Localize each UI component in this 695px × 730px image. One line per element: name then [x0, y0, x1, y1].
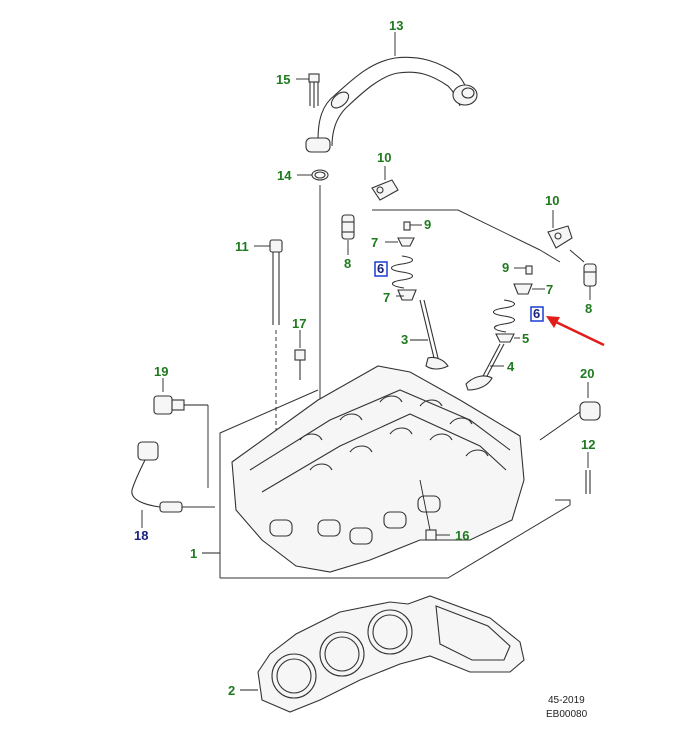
- head-gasket: [240, 595, 525, 713]
- valve-ports: [269, 495, 441, 545]
- callout-10-right: 10: [545, 193, 559, 208]
- callout-18: 18: [134, 528, 148, 543]
- red-pointer-arrow: [546, 316, 605, 347]
- callout-5: 5: [522, 331, 529, 346]
- callout-7-right: 7: [546, 282, 553, 297]
- temperature-sensor: [131, 441, 215, 528]
- callout-20: 20: [580, 366, 594, 381]
- callout-19: 19: [154, 364, 168, 379]
- stud-12: [585, 452, 591, 494]
- cylinder-head: [231, 365, 525, 573]
- callout-10-left: 10: [377, 150, 391, 165]
- valve-stack-left: [385, 221, 449, 370]
- rocker-arm-left: [371, 166, 399, 201]
- reference-year: 45-2019: [548, 695, 585, 706]
- sensor-19: [153, 378, 209, 488]
- stud: [294, 330, 306, 380]
- callout-17: 17: [292, 316, 306, 331]
- callout-3: 3: [401, 332, 408, 347]
- callout-7-left-top: 7: [371, 235, 378, 250]
- bolt: [296, 73, 320, 108]
- callout-9-right: 9: [502, 260, 509, 275]
- assembly-frame: [219, 209, 571, 579]
- callout-6-right: 6: [533, 306, 540, 321]
- callout-12: 12: [581, 437, 595, 452]
- highlight-box-right: [530, 306, 544, 322]
- callout-14: 14: [277, 168, 292, 183]
- callout-4: 4: [507, 359, 515, 374]
- lash-adjuster-left: [341, 214, 355, 255]
- seal-ring: [297, 169, 329, 400]
- callout-16: 16: [455, 528, 469, 543]
- callout-15: 15: [276, 72, 290, 87]
- callout-6-left: 6: [377, 261, 384, 276]
- sensor-20: [539, 382, 601, 441]
- callout-2: 2: [228, 683, 235, 698]
- callout-9-left: 9: [424, 217, 431, 232]
- callout-7-left-bottom: 7: [383, 290, 390, 305]
- coolant-hose: [305, 32, 478, 153]
- lash-adjuster-right: [569, 249, 597, 300]
- callout-8-right: 8: [585, 301, 592, 316]
- cylinder-head-bolt: [254, 239, 283, 440]
- highlight-box-left: [374, 261, 388, 277]
- cam-journals: [299, 395, 489, 471]
- reference-code: EB00080: [546, 709, 588, 720]
- valve-stack-right: [465, 210, 573, 391]
- callout-11: 11: [235, 239, 249, 254]
- callout-8-left: 8: [344, 256, 351, 271]
- callout-13: 13: [389, 18, 403, 33]
- callout-1: 1: [190, 546, 197, 561]
